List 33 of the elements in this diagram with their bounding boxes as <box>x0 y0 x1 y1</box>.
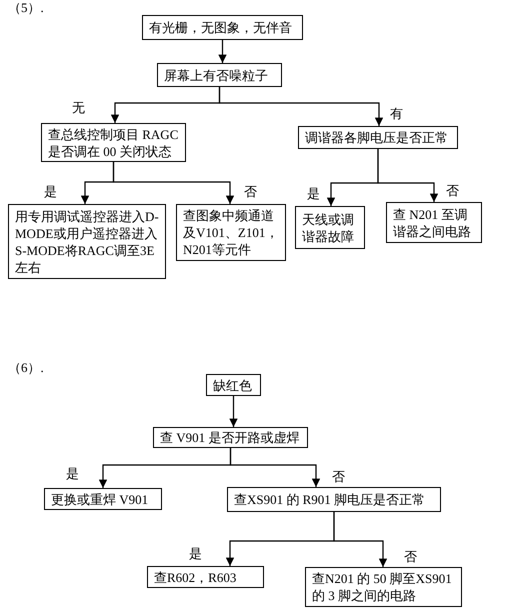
process-box: 缺红色 <box>206 374 261 396</box>
arrow <box>218 87 384 126</box>
process-box: 查XS901 的 R901 脚电压是否正常 <box>227 487 441 512</box>
section-number: （6）. <box>8 360 44 375</box>
process-box: 查 N201 至调谐器之间电路 <box>386 202 482 243</box>
edge-label: 无 <box>72 100 85 115</box>
edge-label: 是 <box>44 184 57 199</box>
edge-label: 否 <box>332 469 345 484</box>
process-box: 用专用调试遥控器进入D-MODE或用户遥控器进入S-MODE将RAGC调至3E左右 <box>8 204 166 279</box>
arrow <box>230 448 320 487</box>
process-box: 查总线控制项目 RAGC 是否调在 00 关闭状态 <box>41 123 186 162</box>
edge-label: 有 <box>390 106 403 121</box>
edge-label: 否 <box>404 549 417 564</box>
arrow <box>333 512 388 567</box>
arrow <box>229 396 238 427</box>
edge-label: 否 <box>244 184 257 199</box>
section-number: （5）. <box>8 0 44 15</box>
arrow <box>377 149 438 202</box>
process-box: 屏幕上有否噪粒子 <box>157 63 282 87</box>
process-box: 天线或调谐器故障 <box>295 206 365 249</box>
process-box: 查图象中频通道及V101、Z101，N201等元件 <box>176 204 286 261</box>
process-box: 有光栅，无图象，无伴音 <box>142 15 303 40</box>
process-box: 查R602，R603 <box>147 566 264 588</box>
arrow <box>112 162 234 204</box>
edge-label: 是 <box>189 546 202 561</box>
process-box: 更换或重焊 V901 <box>44 488 162 510</box>
edge-label: 是 <box>66 466 79 481</box>
process-box: 调谐器各脚电压是否正常 <box>298 126 458 149</box>
process-box: 查 V901 是否开路或虚焊 <box>153 427 308 448</box>
arrow <box>218 40 227 63</box>
process-box: 查N201 的 50 脚至XS901 的 3 脚之间的电路 <box>305 567 462 607</box>
edge-label: 是 <box>307 186 320 201</box>
edge-label: 否 <box>446 183 459 198</box>
